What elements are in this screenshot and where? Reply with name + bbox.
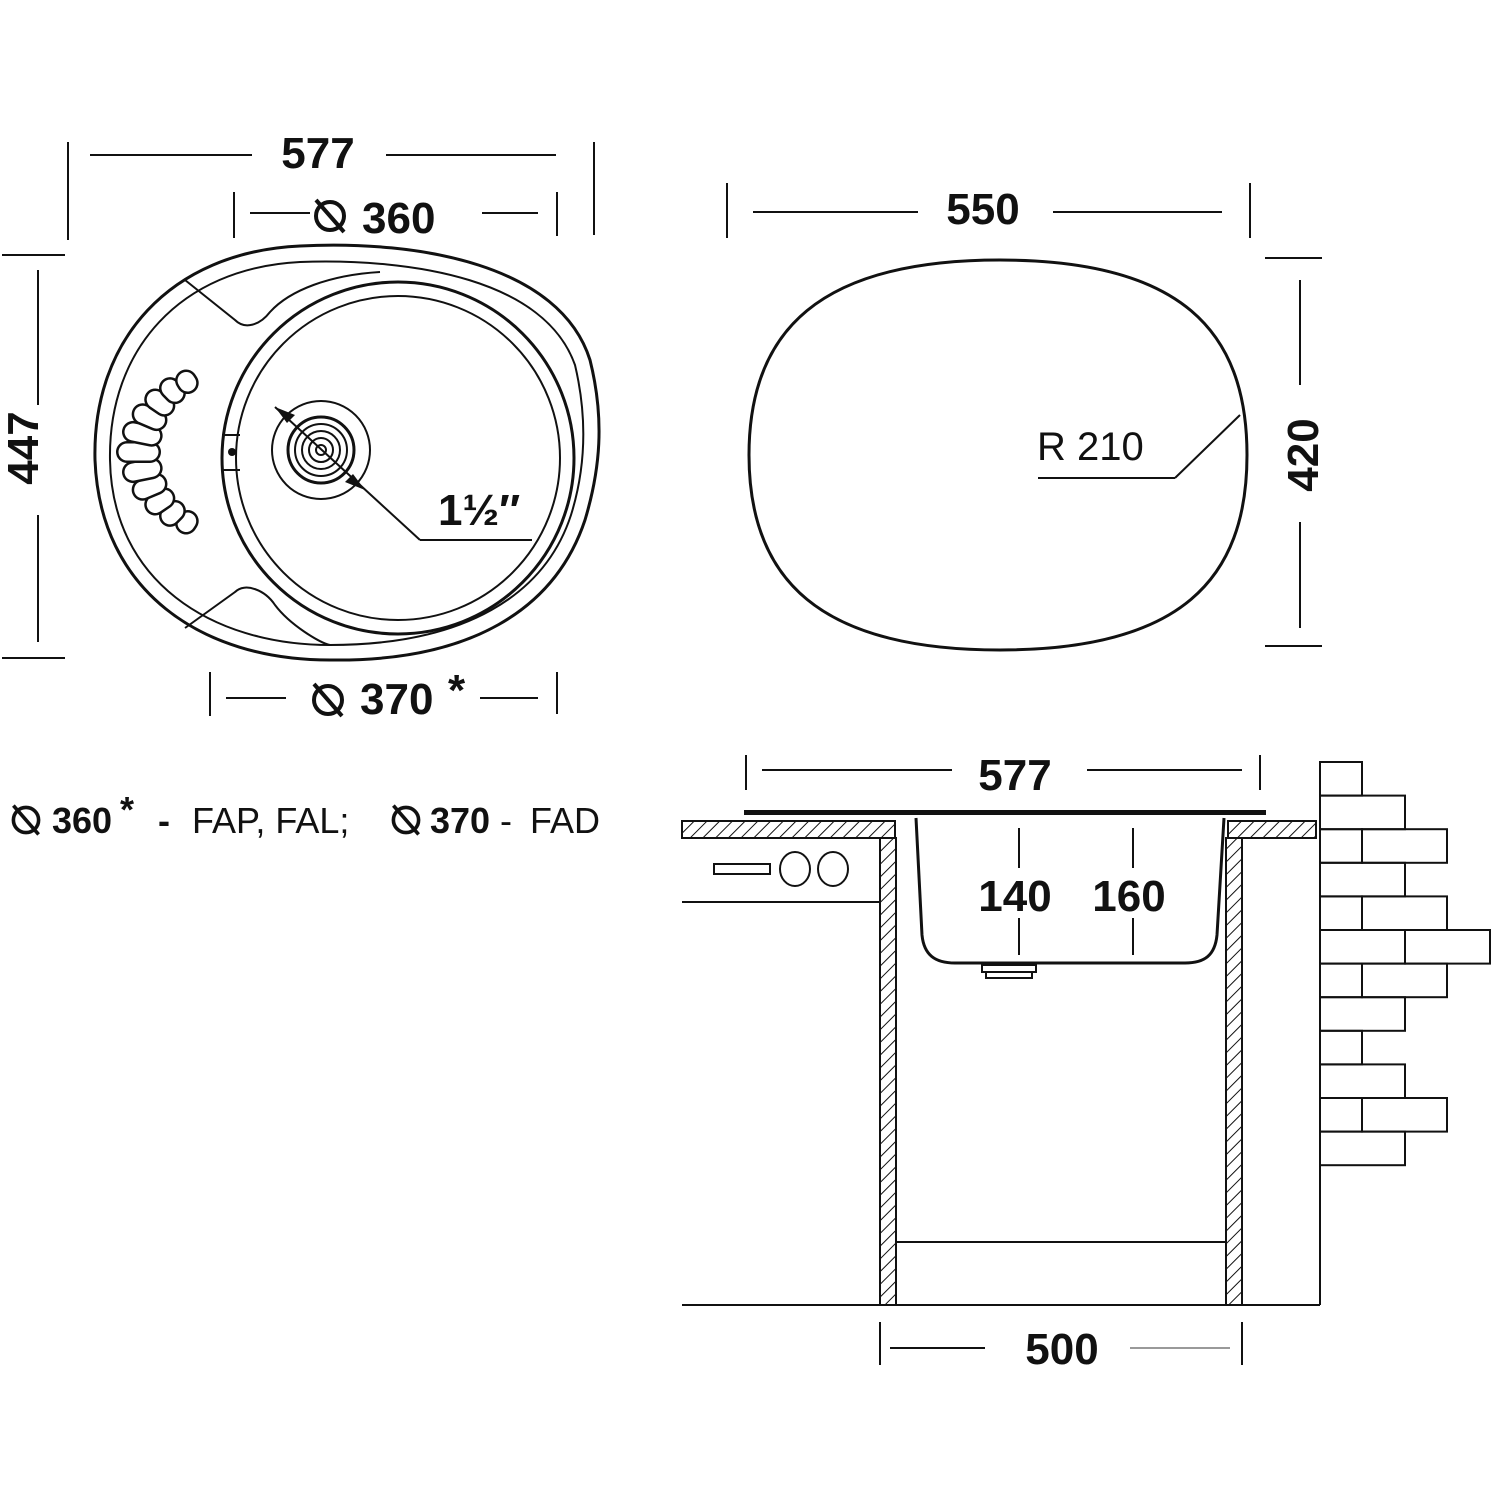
diameter-icon [391, 803, 421, 837]
cabinet-wall-right [1225, 837, 1243, 1306]
rib [177, 371, 197, 392]
diameter-icon [11, 803, 41, 837]
bowl-diameter-top-label: 360 [362, 194, 435, 243]
brick [1319, 895, 1363, 932]
svg-text:370: 370 [430, 800, 490, 841]
brick [1319, 828, 1363, 864]
rib [177, 512, 197, 533]
svg-text:*: * [120, 789, 134, 830]
brick [1319, 996, 1406, 1032]
brick [1319, 861, 1406, 898]
cutout-height-label: 420 [1279, 418, 1328, 491]
width-label: 577 [281, 129, 354, 178]
rib [146, 489, 173, 514]
svg-text:-: - [500, 800, 512, 841]
brick [1361, 962, 1448, 999]
diameter-icon [312, 682, 344, 718]
depth-140-label: 140 [978, 872, 1051, 921]
brick [1319, 1130, 1406, 1167]
models-fad: FAD [530, 800, 600, 841]
countertop-right [1227, 820, 1317, 839]
side-width-label: 577 [978, 751, 1051, 800]
model-note: 360 * - FAP, FAL; 370 - FAD [11, 789, 600, 841]
brick [1361, 895, 1448, 932]
brick [1361, 1097, 1448, 1133]
depth-160-label: 160 [1092, 872, 1165, 921]
cutout-outline [747, 258, 1249, 652]
rib [134, 405, 165, 429]
drainboard-ribs [116, 369, 199, 535]
brick [1319, 1097, 1363, 1133]
drain-strainer [271, 400, 371, 500]
drain-size-label: 1½″ [438, 486, 520, 535]
brick [1319, 1029, 1363, 1066]
brick [1319, 929, 1406, 965]
side-view: 577 140 160 500 [681, 751, 1491, 1374]
rib [161, 379, 184, 402]
cabinet-wall-left [879, 837, 897, 1306]
rib [124, 423, 161, 445]
brick [1319, 1063, 1406, 1100]
cutout-width-label: 550 [946, 185, 1019, 234]
cabinet-width-label: 500 [1025, 1325, 1098, 1374]
radius-label: R 210 [1037, 425, 1144, 469]
brick [1404, 929, 1491, 965]
models-fap-fal: FAP, FAL; [192, 800, 349, 841]
diameter-icon [314, 198, 346, 234]
brick [1319, 962, 1363, 999]
svg-text:360: 360 [52, 800, 112, 841]
brick [1319, 794, 1406, 831]
svg-text:-: - [158, 800, 170, 841]
rib [146, 390, 173, 415]
cutout-view: 550 R 210 420 [726, 183, 1328, 652]
countertop-left [681, 820, 896, 839]
bowl-diameter-bottom-label: 370 [360, 675, 433, 724]
height-label: 447 [0, 411, 48, 484]
sink-bowl-section [914, 817, 1226, 965]
brick [1361, 828, 1448, 864]
rib [134, 475, 165, 499]
top-view: 577 360 447 1½″ [0, 129, 601, 724]
rib [161, 502, 184, 525]
brick [1319, 761, 1363, 797]
asterisk-mark: * [448, 666, 466, 715]
rib [124, 459, 161, 481]
brick-wall [1319, 761, 1491, 1167]
